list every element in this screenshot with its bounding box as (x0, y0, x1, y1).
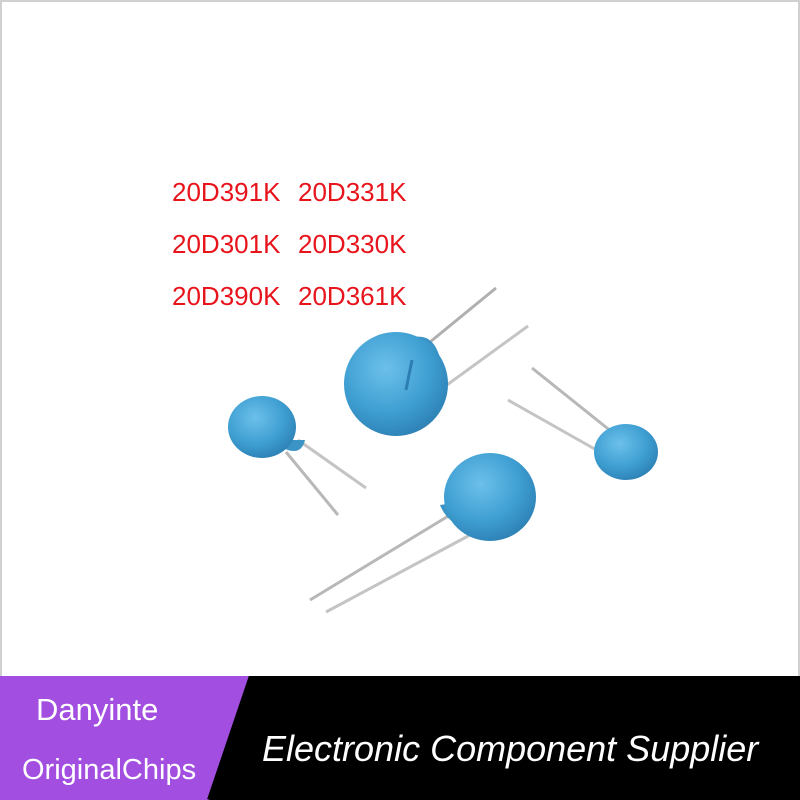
model-label: 20D331K (298, 177, 407, 207)
varistor-medium-bottom (309, 453, 536, 614)
brand-panel (0, 676, 255, 800)
model-row: 20D301K 20D330K (172, 218, 406, 270)
model-label: 20D361K (298, 281, 407, 311)
model-row: 20D390K 20D361K (172, 270, 406, 322)
brand-name: Danyinte (36, 692, 159, 727)
bottom-banner: Danyinte OriginalChips Electronic Compon… (0, 676, 800, 800)
model-label: 20D391K (172, 177, 281, 207)
varistor-large-top (344, 286, 529, 436)
varistor-photo (228, 286, 658, 614)
varistor-small-right (507, 366, 658, 480)
model-label: 20D301K (172, 229, 281, 259)
model-row: 20D391K 20D331K (172, 166, 406, 218)
model-label: 20D330K (298, 229, 407, 259)
model-label: 20D390K (172, 281, 281, 311)
brand-subtitle: OriginalChips (22, 754, 197, 786)
tagline: Electronic Component Supplier (262, 728, 759, 769)
varistor-small-left (228, 396, 367, 516)
